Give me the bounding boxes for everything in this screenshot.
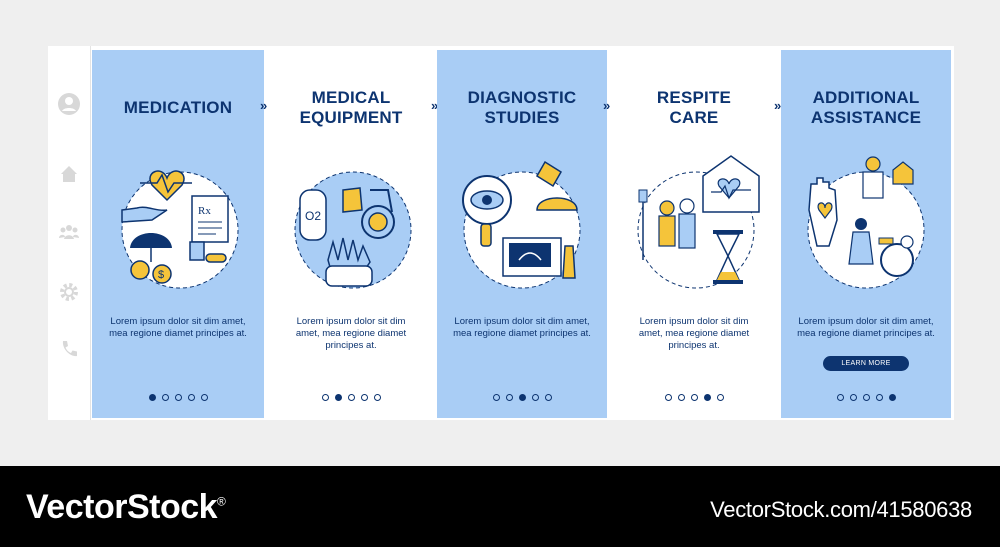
next-arrow-icon[interactable]: » bbox=[603, 98, 610, 113]
next-arrow-icon[interactable]: » bbox=[431, 98, 438, 113]
page-dot-1[interactable] bbox=[492, 394, 500, 401]
page-dot-5[interactable] bbox=[200, 394, 208, 401]
page-dot-2[interactable] bbox=[677, 394, 685, 401]
page-dot-3[interactable] bbox=[690, 394, 698, 401]
next-arrow-icon[interactable]: » bbox=[260, 98, 267, 113]
watermark-footer: VectorStock® VectorStock.com/41580638 bbox=[0, 466, 1000, 547]
pagination bbox=[611, 388, 777, 406]
pagination bbox=[437, 388, 607, 406]
learn-more-button[interactable]: LEARN MORE bbox=[823, 356, 909, 371]
page-dot-1[interactable] bbox=[664, 394, 672, 401]
screen-description: Lorem ipsum dolor sit dim amet, mea regi… bbox=[295, 316, 407, 351]
page-dot-3[interactable] bbox=[174, 394, 182, 401]
diagnostic-studies-illustration bbox=[462, 160, 581, 289]
page-dot-2[interactable] bbox=[334, 394, 342, 401]
page-dot-5[interactable] bbox=[888, 394, 896, 401]
user-icon[interactable] bbox=[57, 92, 81, 116]
page-dot-2[interactable] bbox=[849, 394, 857, 401]
page-dot-1[interactable] bbox=[148, 394, 156, 401]
page-dot-5[interactable] bbox=[373, 394, 381, 401]
medication-illustration: Rx $ bbox=[121, 170, 239, 289]
screen-description: Lorem ipsum dolor sit dim amet, mea regi… bbox=[638, 316, 750, 351]
page-dot-3[interactable] bbox=[347, 394, 355, 401]
page-dot-2[interactable] bbox=[505, 394, 513, 401]
page-dot-4[interactable] bbox=[531, 394, 539, 401]
home-icon[interactable] bbox=[57, 162, 81, 186]
additional-assistance-illustration bbox=[807, 156, 925, 289]
image-url: VectorStock.com/41580638 bbox=[710, 497, 972, 522]
page-dot-4[interactable] bbox=[187, 394, 195, 401]
page-dot-1[interactable] bbox=[836, 394, 844, 401]
respite-care-illustration bbox=[637, 155, 760, 289]
screen-description: Lorem ipsum dolor sit dim amet, mea regi… bbox=[109, 316, 247, 339]
screen-description: Lorem ipsum dolor sit dim amet, mea regi… bbox=[797, 316, 935, 339]
medical-equipment-illustration: O2 bbox=[294, 171, 412, 289]
page-dot-3[interactable] bbox=[518, 394, 526, 401]
sidebar bbox=[48, 46, 91, 420]
svg-text:O2: O2 bbox=[305, 209, 321, 223]
page-dot-5[interactable] bbox=[716, 394, 724, 401]
page-dot-5[interactable] bbox=[544, 394, 552, 401]
page-dot-4[interactable] bbox=[703, 394, 711, 401]
screen-description: Lorem ipsum dolor sit dim amet, mea regi… bbox=[453, 316, 591, 339]
phone-icon[interactable] bbox=[57, 338, 81, 362]
screen-title: MEDICATION bbox=[123, 98, 233, 117]
page-dot-1[interactable] bbox=[321, 394, 329, 401]
brand-name: VectorStock® bbox=[26, 488, 226, 526]
page-dot-4[interactable] bbox=[360, 394, 368, 401]
screen-medication: MEDICATION Rx $ Lorem ipsum dolor sit di… bbox=[92, 50, 264, 418]
page-dot-4[interactable] bbox=[875, 394, 883, 401]
group-icon[interactable] bbox=[57, 220, 81, 244]
pagination bbox=[92, 388, 264, 406]
svg-text:Rx: Rx bbox=[198, 205, 211, 217]
pagination bbox=[268, 388, 434, 406]
pagination bbox=[781, 388, 951, 406]
next-arrow-icon[interactable]: » bbox=[774, 98, 781, 113]
gear-icon[interactable] bbox=[57, 280, 81, 304]
svg-text:$: $ bbox=[158, 269, 164, 281]
page-dot-2[interactable] bbox=[161, 394, 169, 401]
page-dot-3[interactable] bbox=[862, 394, 870, 401]
